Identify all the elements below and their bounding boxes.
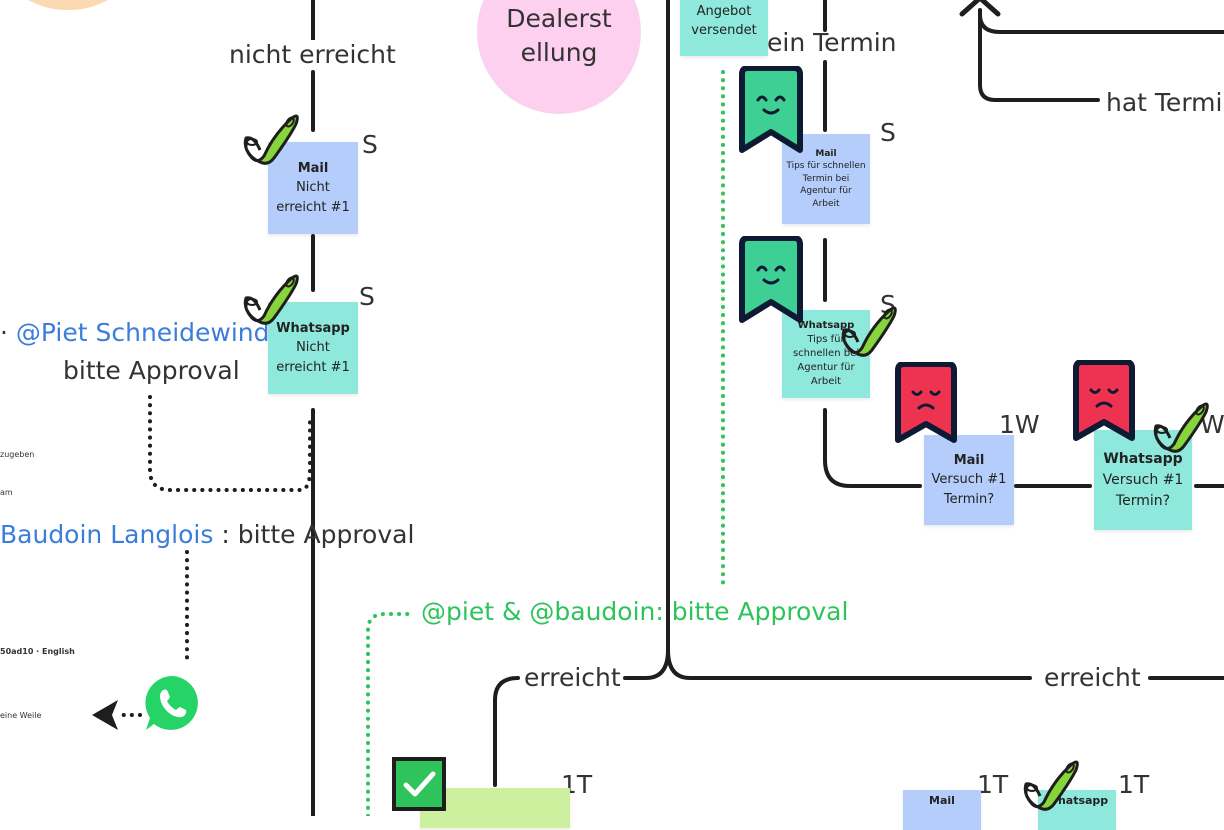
- side-fragment-1: zugeben: [0, 450, 35, 459]
- sticky-mail-versuch[interactable]: Mail Versuch #1 Termin?: [924, 435, 1014, 525]
- check-stamp-icon: [243, 274, 299, 325]
- check-stamp-icon: [841, 306, 897, 357]
- label-piet-baudoin-approval: @piet & @baudoin: bitte Approval: [421, 597, 849, 626]
- label-hat-termin: hat Termi: [1106, 88, 1223, 117]
- sad-bookmark-icon: [895, 362, 957, 443]
- timing-s-2: S: [359, 282, 375, 311]
- mention-piet[interactable]: @Piet Schneidewind: [15, 318, 270, 347]
- checkbox-checked-icon[interactable]: [390, 755, 448, 813]
- label-erreicht-right: erreicht: [1044, 663, 1141, 692]
- mention-piet-line: · @Piet Schneidewind: [0, 318, 270, 347]
- mention-baudoin[interactable]: Baudoin Langlois: [0, 520, 214, 549]
- check-stamp-icon: [1023, 760, 1079, 811]
- sticky-whatsapp-nicht-erreicht[interactable]: Whatsapp Nicht erreicht #1: [268, 302, 358, 394]
- timing-s-1: S: [362, 130, 378, 159]
- timing-1t-2: 1T: [977, 770, 1009, 799]
- mention-baudoin-line: Baudoin Langlois : bitte Approval: [0, 520, 414, 549]
- green-dotted-approval: [366, 612, 414, 816]
- label-nicht-erreicht: nicht erreicht: [229, 40, 396, 69]
- happy-bookmark-icon: [739, 66, 803, 153]
- sticky-angebot-versendet[interactable]: Angebot versendet: [680, 0, 768, 56]
- sticky-mail-nicht-erreicht[interactable]: Mail Nicht erreicht #1: [268, 142, 358, 234]
- approval-dotted-piet: [148, 395, 312, 492]
- label-ein-termin: ein Termin: [767, 28, 897, 57]
- timing-s-3: S: [880, 118, 896, 147]
- main-curve-down: [666, 648, 1032, 680]
- main-curve-left: [623, 648, 670, 680]
- sticky-mail-bottom[interactable]: Mail: [903, 790, 981, 830]
- whatsapp-icon[interactable]: [140, 670, 206, 736]
- side-fragment-3: 50ad10 · English: [0, 647, 75, 656]
- label-bitte-approval: bitte Approval: [63, 356, 240, 385]
- sad-bookmark-icon: [1073, 360, 1135, 441]
- timing-1t-3: 1T: [1118, 770, 1150, 799]
- side-fragment-2: am: [0, 488, 13, 497]
- arrow-left-icon: [92, 700, 118, 730]
- label-bitte-approval-2: : bitte Approval: [221, 520, 415, 549]
- check-stamp-icon: [1153, 402, 1209, 453]
- arrow-up-icon: [959, 0, 1001, 17]
- peach-circle[interactable]: [8, 0, 128, 10]
- side-fragment-4: eine Weile: [0, 711, 42, 720]
- timing-1w: 1W: [999, 410, 1040, 439]
- hat-termin-loop-inner: [978, 13, 1224, 34]
- bullet: ·: [0, 318, 8, 347]
- label-erreicht-left: erreicht: [524, 663, 621, 692]
- hat-termin-loop-outer: [978, 8, 1100, 102]
- happy-bookmark-icon: [739, 236, 803, 323]
- erreicht-left-branch: [493, 676, 520, 787]
- check-stamp-icon: [243, 114, 299, 165]
- termin-vertical-mid3: [823, 408, 922, 488]
